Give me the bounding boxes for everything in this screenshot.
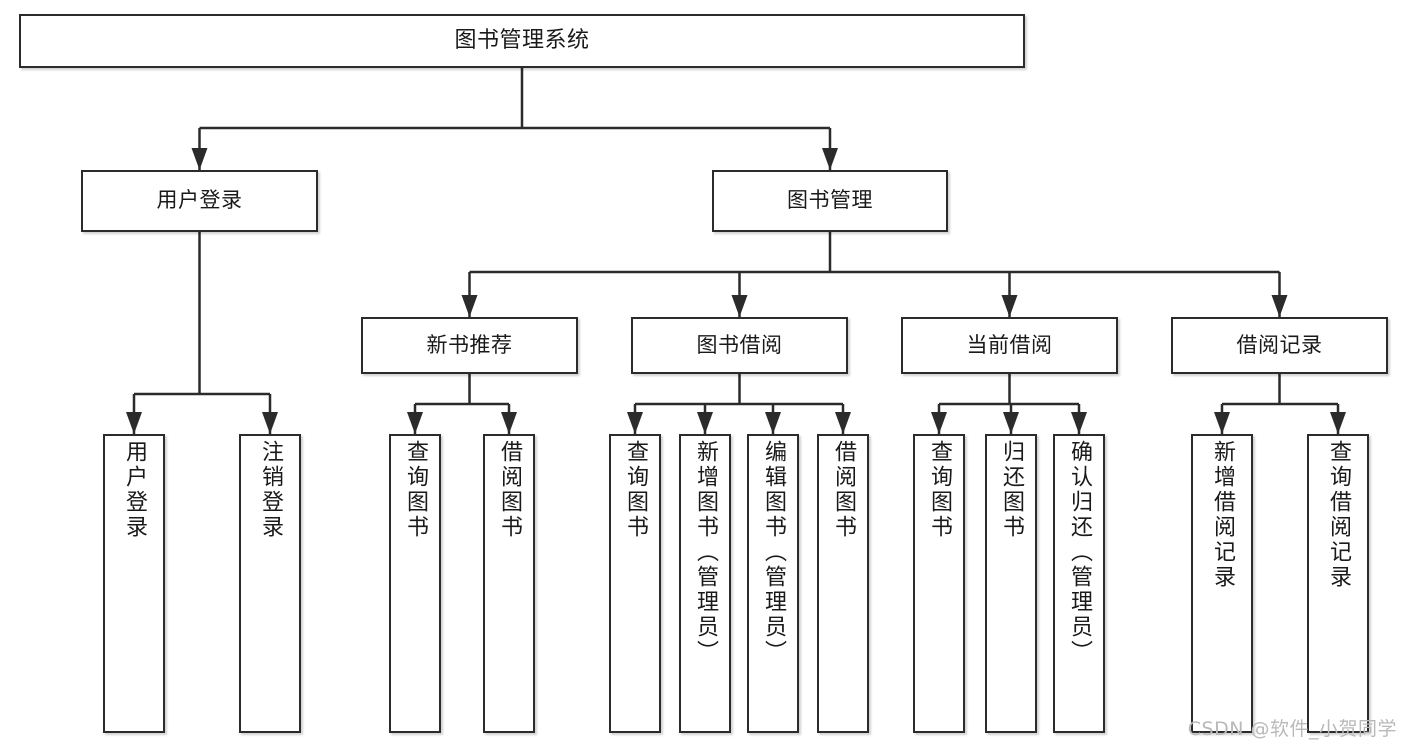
arrowhead-icon xyxy=(697,412,713,434)
node-label: 新书推荐 xyxy=(426,332,513,357)
arrowhead-icon xyxy=(1071,412,1087,434)
node-borrow[interactable]: 图书借阅 xyxy=(631,317,848,374)
node-label: 借阅图书 xyxy=(497,440,522,540)
node-label: 注销登录 xyxy=(258,440,283,540)
node-l-qrec[interactable]: 查询借阅记录 xyxy=(1307,434,1369,733)
node-label: 图书管理系统 xyxy=(454,27,590,53)
node-label: 借阅图书 xyxy=(831,440,856,540)
node-l-logout[interactable]: 注销登录 xyxy=(239,434,301,733)
arrowhead-icon xyxy=(501,412,517,434)
node-l-b2[interactable]: 借阅图书 xyxy=(817,434,869,733)
node-label: 查询借阅记录 xyxy=(1326,440,1351,590)
node-l-b1[interactable]: 借阅图书 xyxy=(483,434,535,733)
arrowhead-icon xyxy=(731,295,748,317)
node-current[interactable]: 当前借阅 xyxy=(901,317,1118,374)
node-label: 归还图书 xyxy=(999,440,1024,540)
node-label: 借阅记录 xyxy=(1236,332,1323,357)
watermark: CSDN @软件_小贺同学 xyxy=(1187,718,1397,740)
arrowhead-icon xyxy=(1271,295,1288,317)
node-l-addrec[interactable]: 新增借阅记录 xyxy=(1191,434,1253,733)
arrowhead-icon xyxy=(461,295,478,317)
node-label: 用户登录 xyxy=(122,440,147,540)
node-label: 确认归还（管理员） xyxy=(1067,440,1092,665)
node-label: 编辑图书（管理员） xyxy=(761,440,786,665)
arrowhead-icon xyxy=(407,412,423,434)
node-l-login[interactable]: 用户登录 xyxy=(103,434,165,733)
node-label: 查询图书 xyxy=(403,440,428,540)
node-label: 新增借阅记录 xyxy=(1210,440,1235,590)
node-l-q1[interactable]: 查询图书 xyxy=(389,434,441,733)
node-label: 查询图书 xyxy=(623,440,648,540)
node-l-q3[interactable]: 查询图书 xyxy=(913,434,965,733)
arrowhead-icon xyxy=(126,412,142,434)
node-login[interactable]: 用户登录 xyxy=(81,170,318,232)
arrowhead-icon xyxy=(835,412,851,434)
node-bookmgmt[interactable]: 图书管理 xyxy=(712,170,948,232)
node-root[interactable]: 图书管理系统 xyxy=(19,14,1025,68)
node-l-add[interactable]: 新增图书（管理员） xyxy=(679,434,731,733)
node-newbook[interactable]: 新书推荐 xyxy=(361,317,578,374)
arrowhead-icon xyxy=(765,412,781,434)
node-l-conf[interactable]: 确认归还（管理员） xyxy=(1053,434,1105,733)
arrowhead-icon xyxy=(1330,412,1346,434)
node-label: 新增图书（管理员） xyxy=(693,440,718,665)
arrowhead-icon xyxy=(1214,412,1230,434)
node-label: 图书管理 xyxy=(787,188,873,213)
node-label: 当前借阅 xyxy=(966,332,1053,357)
arrowhead-icon xyxy=(1003,412,1019,434)
arrowhead-icon xyxy=(1001,295,1018,317)
node-l-ret[interactable]: 归还图书 xyxy=(985,434,1037,733)
arrowhead-icon xyxy=(262,412,278,434)
node-l-edit[interactable]: 编辑图书（管理员） xyxy=(747,434,799,733)
node-label: 查询图书 xyxy=(927,440,952,540)
node-records[interactable]: 借阅记录 xyxy=(1171,317,1388,374)
arrowhead-icon xyxy=(627,412,643,434)
node-l-q2[interactable]: 查询图书 xyxy=(609,434,661,733)
node-label: 图书借阅 xyxy=(696,332,783,357)
node-label: 用户登录 xyxy=(156,188,243,213)
arrowhead-icon xyxy=(931,412,947,434)
arrowhead-icon xyxy=(191,148,208,170)
arrowhead-icon xyxy=(822,148,838,170)
